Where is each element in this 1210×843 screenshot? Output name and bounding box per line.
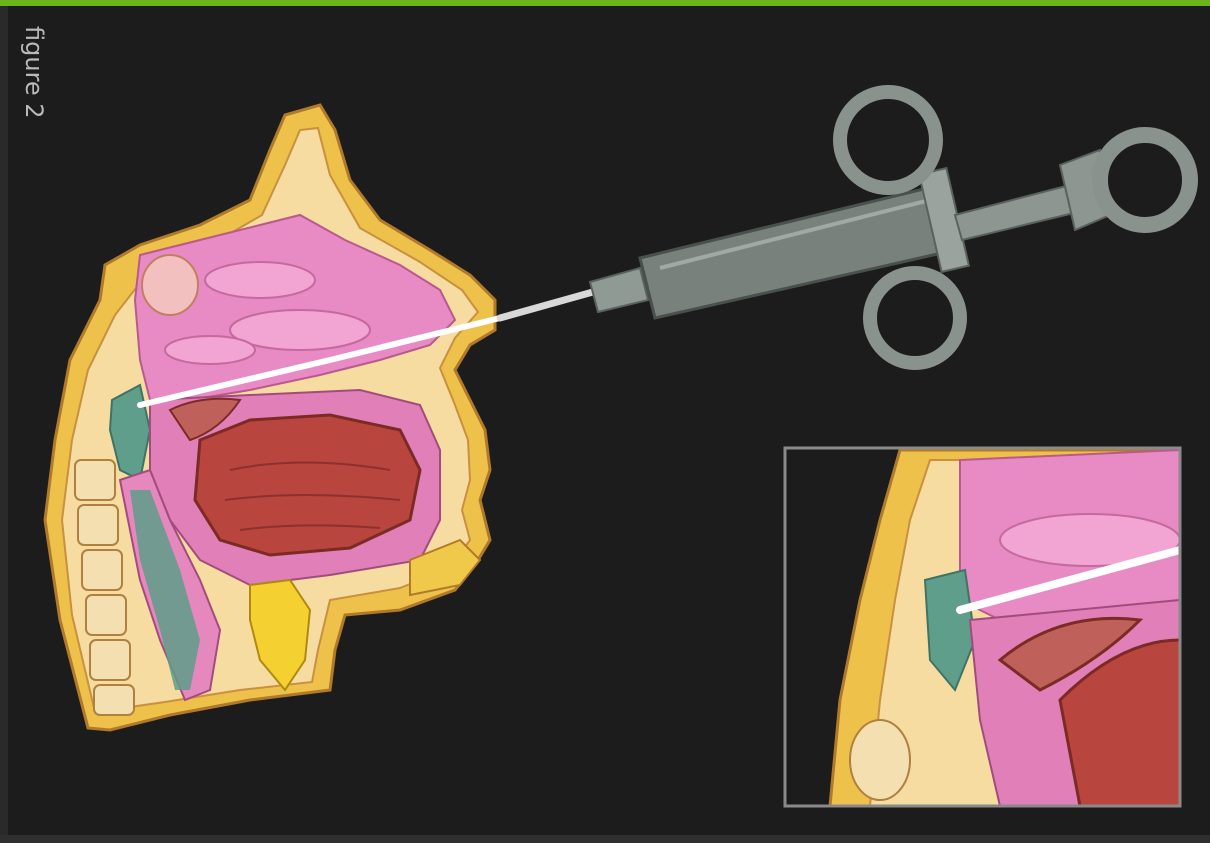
turbinate-upper (205, 262, 315, 298)
inset-vertebra (850, 720, 910, 800)
inset-view (785, 448, 1180, 806)
head-cross-section (45, 105, 500, 730)
syringe-hub (590, 268, 648, 312)
syringe (500, 92, 1190, 363)
finger-ring-bottom (870, 273, 960, 363)
thumb-ring (1100, 135, 1190, 225)
finger-ring-top (840, 92, 936, 188)
turbinate-lower (165, 336, 255, 364)
frontal-sinus (142, 255, 198, 315)
plunger-rod (955, 185, 1078, 240)
syringe-tip (500, 290, 600, 318)
